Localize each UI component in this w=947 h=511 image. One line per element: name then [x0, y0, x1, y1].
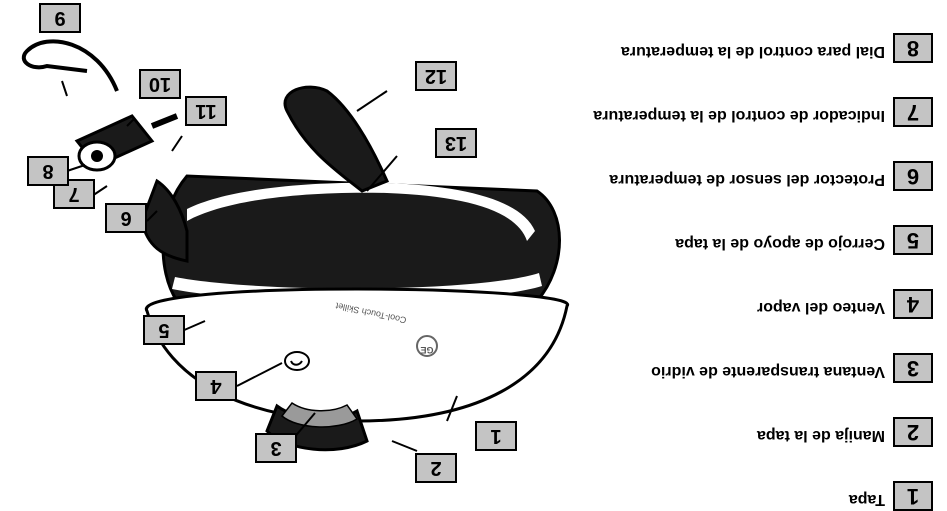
callout-3: 3	[255, 433, 297, 463]
callout-4: 4	[195, 371, 237, 401]
callout-9: 9	[39, 3, 81, 33]
legend-label: Indicador de control de la temperatura	[593, 106, 885, 124]
legend-number: 8	[893, 33, 933, 63]
legend-label: Ventana transparente de vidrio	[651, 362, 885, 380]
legend-label: Venteo del vapor	[757, 298, 885, 316]
legend-item-7: 7 Indicador de control de la temperatura	[893, 97, 933, 127]
callout-2: 2	[415, 453, 457, 483]
steam-vent	[285, 352, 309, 370]
callout-8: 8	[27, 156, 69, 186]
callout-1: 1	[475, 421, 517, 451]
legend-item-1: 1 Tapa	[893, 481, 933, 511]
base-handle	[285, 87, 387, 191]
callout-11: 11	[185, 96, 227, 126]
legend-number: 5	[893, 225, 933, 255]
legend-label: Cerrojo de apoyo de la tapa	[675, 234, 885, 252]
legend-item-6: 6 Protector del sensor de temperatura	[893, 161, 933, 191]
legend-item-4: 4 Venteo del vapor	[893, 289, 933, 319]
legend-number: 4	[893, 289, 933, 319]
legend-item-3: 3 Ventana transparente de vidrio	[893, 353, 933, 383]
callout-12: 12	[415, 61, 457, 91]
legend-number: 2	[893, 417, 933, 447]
legend-number: 7	[893, 97, 933, 127]
legend-label: Tapa	[849, 490, 885, 508]
probe-pin	[152, 116, 177, 126]
legend-number: 1	[893, 481, 933, 511]
legend-item-2: 2 Manija de la tapa	[893, 417, 933, 447]
callout-13: 13	[435, 128, 477, 158]
legend-number: 6	[893, 161, 933, 191]
legend-label: Manija de la tapa	[757, 426, 885, 444]
brand-logo: GE	[417, 345, 437, 355]
legend-item-5: 5 Cerrojo de apoyo de la tapa	[893, 225, 933, 255]
legend-number: 3	[893, 353, 933, 383]
legend-label: Dial para control de la temperatura	[621, 42, 885, 60]
legend-item-8: 8 Dial para control de la temperatura	[893, 33, 933, 63]
callout-5: 5	[143, 315, 185, 345]
callout-6: 6	[105, 203, 147, 233]
callout-10: 10	[139, 69, 181, 99]
probe-cord	[24, 41, 117, 91]
legend-label: Protector del sensor de temperatura	[609, 170, 885, 188]
